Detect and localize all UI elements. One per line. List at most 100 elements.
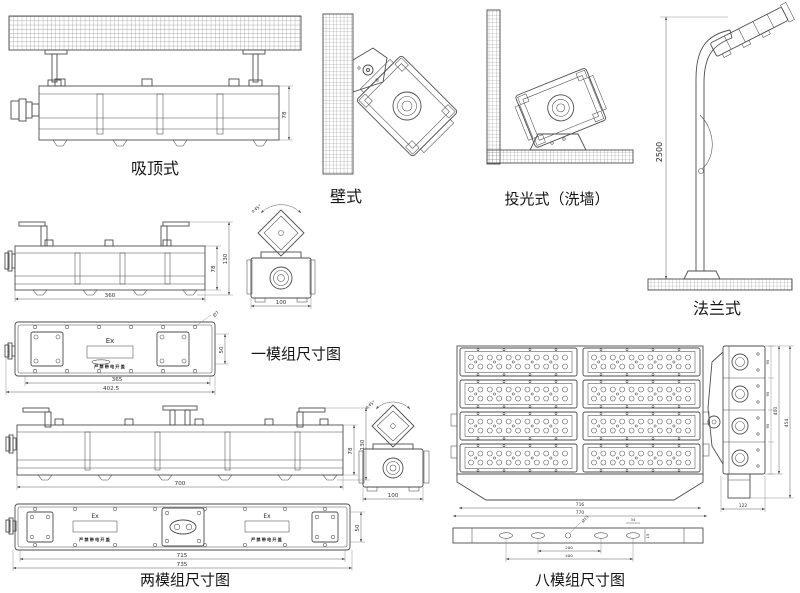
m2-warning-right: 严禁带电开盖 (251, 536, 283, 543)
m1-swivel-arc: ±45° (250, 203, 302, 215)
m1-dim-body-width: 360 (14, 290, 206, 302)
m2-dim-overall-height: 130 (325, 407, 370, 481)
swivel-label: ±45° (364, 399, 377, 410)
flood-fixture-body (514, 68, 607, 148)
m1-warning-text: 严禁带电开盖 (94, 363, 126, 370)
m1-hole-callout: Ø7 (195, 309, 221, 327)
m2-ex-marking-left: Ex (91, 513, 99, 520)
m8-dim-depth: 122 (720, 476, 766, 512)
m1-top-view (4, 321, 216, 377)
m8-mounting-bar (452, 527, 704, 544)
dim-pole-height: 2500 (655, 16, 728, 279)
ceiling-fixture-body (10, 78, 280, 147)
m2-swivel-arc: ±45° (364, 399, 411, 411)
dim-label: 454 (784, 419, 790, 428)
m1-dim-overall-height: 130 (189, 221, 233, 296)
wall-bracket (352, 47, 388, 93)
m8-hole-callout: Ø13 (569, 514, 590, 534)
view-ceiling-mount: 78 吸顶式 (8, 15, 302, 178)
dim-label: 400 (773, 407, 779, 416)
m2-ex-marking-right: Ex (263, 513, 271, 520)
dim-label: 400 (565, 553, 573, 558)
dim-label: 715 (177, 553, 188, 559)
dim-label: 78 (348, 447, 354, 455)
dim-label: 78 (211, 265, 217, 273)
hole-label: Ø13 (580, 514, 590, 524)
wall-slab (322, 13, 354, 175)
caption-module2: 两模组尺寸图 (140, 571, 230, 589)
pitch-label: 95 (765, 359, 770, 364)
m8-dim-slot-pitch-outer: 400 (505, 538, 634, 562)
drop-cable (699, 114, 713, 170)
pole (683, 29, 733, 280)
m2-dim-overall-length: 735 (12, 550, 353, 571)
m2-top-view (5, 503, 351, 551)
view-module1-dims: 360 78 130 ±45° (4, 203, 341, 395)
dim-label: 365 (112, 377, 123, 383)
swivel-label: ±45° (250, 203, 263, 214)
wall-fixture-body (356, 55, 458, 157)
dim-ceiling-height: 78 (279, 85, 293, 141)
m8-dim-slot-pitch-inner: 200 (537, 538, 602, 554)
view-module8-dims: 716 770 Ø13 200 400 3 (450, 345, 794, 589)
m8-side-view (707, 345, 766, 499)
dim-label: 735 (177, 562, 188, 568)
dim-label: 402.5 (103, 386, 119, 392)
hole-label: Ø7 (211, 309, 221, 319)
m2-dim-bracket-height: 50 (350, 511, 365, 543)
dim-label: 2500 (655, 142, 664, 162)
dim-label: 100 (388, 493, 399, 499)
dim-label: 770 (576, 510, 585, 516)
ceiling-slab (8, 15, 302, 51)
dim-label: 50 (355, 524, 361, 532)
dim-label: 122 (739, 503, 748, 509)
view-floodlight: 投光式（洗墙） (486, 9, 634, 208)
dim-label: 130 (223, 253, 229, 264)
m8-module-pitch-ticks: 95 95 95 (765, 345, 774, 475)
m2-dim-front-width: 100 (362, 487, 424, 502)
m1-dim-overall-length: 402.5 (5, 358, 216, 395)
m2-side-view (5, 405, 344, 481)
m2-dim-body-width: 700 (16, 475, 344, 490)
corner-wall (486, 9, 501, 165)
dim-label: 130 (360, 439, 366, 450)
dim-label: 100 (276, 300, 287, 306)
caption-ceiling: 吸顶式 (131, 159, 179, 178)
m1-dim-bracket-height: 50 (215, 333, 229, 365)
m2-dim-top-length: 715 (19, 550, 346, 562)
dim-label: 716 (576, 502, 585, 508)
floor-slab (486, 149, 634, 164)
dim-label: 50 (219, 346, 225, 354)
pitch-label: 95 (765, 391, 770, 396)
m1-front-view (246, 209, 316, 303)
cable-gland (10, 100, 20, 120)
m2-front-view (358, 404, 430, 492)
m8-dim-front-width: 716 (459, 502, 701, 510)
caption-flood: 投光式（洗墙） (504, 190, 609, 208)
m1-dim-top-length: 365 (24, 376, 211, 386)
dim-label: 700 (175, 481, 186, 487)
pitch-label: 95 (765, 423, 770, 428)
m1-side-view (4, 221, 206, 296)
view-flange-pole: 2500 法兰式 (647, 2, 795, 318)
caption-flange: 法兰式 (693, 299, 741, 318)
pole-fixture-body (710, 2, 795, 58)
view-wall-mount: 壁式 (322, 13, 458, 206)
view-module2-dims: 700 78 130 ±45° (5, 399, 430, 589)
caption-module1: 一模组尺寸图 (251, 345, 341, 363)
dim-label: 200 (565, 545, 573, 550)
m1-ex-marking: Ex (106, 337, 115, 345)
m8-front-view (450, 345, 710, 501)
m8-dim-slot-width: 15 (644, 529, 650, 542)
m8-dim-overall-width: 770 (453, 510, 707, 518)
dim-label: 34 (631, 517, 636, 522)
m8-dim-overall-side-height: 454 (750, 346, 794, 499)
m1-dim-front-width: 100 (250, 298, 312, 309)
ground-slab (647, 278, 793, 291)
m1-dim-body-height: 78 (205, 245, 221, 291)
m2-warning-left: 严禁带电开盖 (79, 536, 111, 543)
caption-module8: 八模组尺寸图 (535, 571, 625, 589)
dim-label: 15 (645, 533, 650, 538)
caption-wall: 壁式 (330, 187, 362, 206)
